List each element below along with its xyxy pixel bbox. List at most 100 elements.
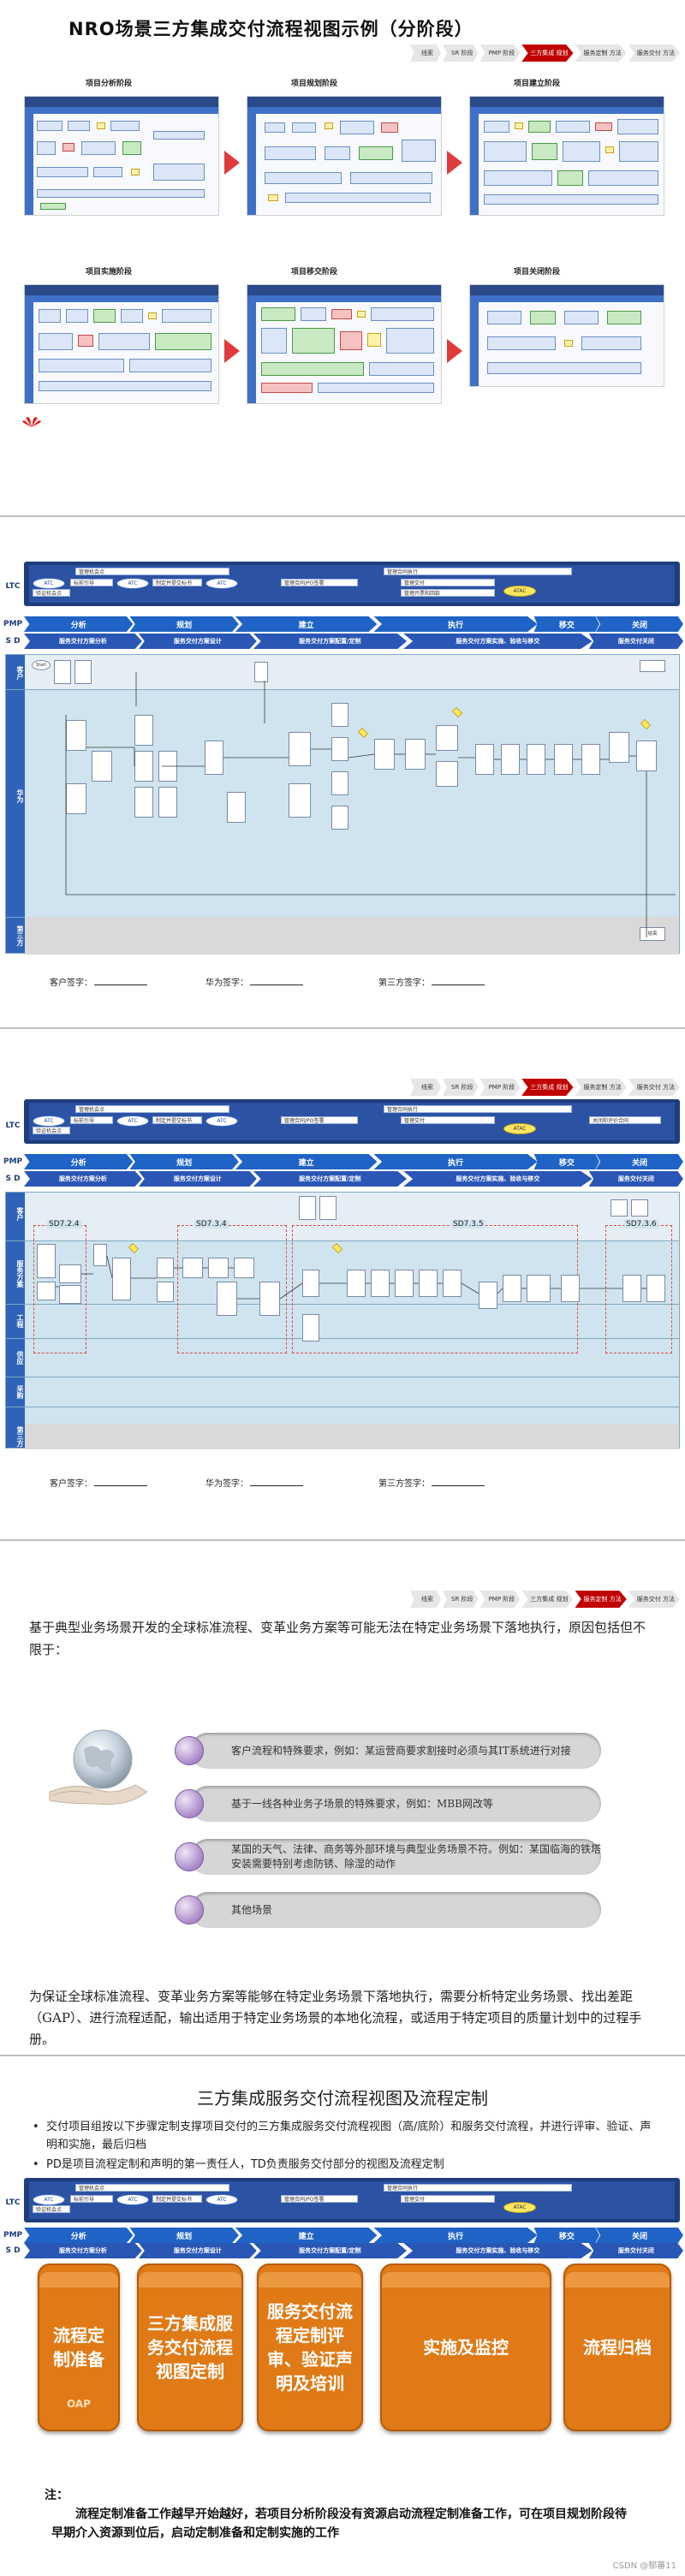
huawei-logo-icon <box>22 417 41 427</box>
bullet-sphere-icon <box>175 1842 204 1871</box>
start-node: Start <box>32 660 51 670</box>
process-box <box>289 732 311 766</box>
lane-third-party: 第三方 <box>16 925 24 946</box>
phase-chevron-active: 服务定制 方法 <box>575 1591 627 1608</box>
panel-label: 项目规划阶段 <box>291 80 338 88</box>
ltc-oval: ATC <box>33 2194 65 2205</box>
process-box <box>217 1282 237 1316</box>
phase-chevron: PMP 阶段 <box>480 45 521 62</box>
thumbnail-analysis <box>24 96 219 216</box>
sd-phase: 服务交付关闭 <box>588 634 683 649</box>
step-box-archive: 流程归档 <box>563 2264 671 2431</box>
process-box <box>112 1258 131 1300</box>
ltc-box: 管理机会点 <box>75 568 229 575</box>
phase-chevron: 服务交付 方法 <box>628 45 680 62</box>
arrow-right-icon <box>447 151 462 175</box>
process-box <box>37 1244 56 1278</box>
process-box <box>157 1258 174 1278</box>
ltc-header: 管理机会点 管理合同执行 ATC 标前引导 ATC 制定并提交标书 ATC 管理… <box>24 1099 680 1144</box>
sd-phase: 服务交付关闭 <box>588 1171 683 1187</box>
process-box <box>59 1285 81 1304</box>
pmp-phase: 规划 <box>129 616 239 632</box>
note-text: 流程定制准备工作越早开始越好，若项目分析阶段没有资源启动流程定制准备工作，可在项… <box>51 2508 627 2540</box>
flow-connectors <box>56 1255 646 1300</box>
panel-label: 项目关闭阶段 <box>514 268 561 277</box>
sd-phase: 服务交付方案配置/定制 <box>253 2243 408 2258</box>
slide-flow-view-1: LTC 管理机会点 管理合同执行 ATC 标前引导 ATC 制定并提交标书 AT… <box>0 515 685 1026</box>
sd-phase: 服务交付方案分析 <box>24 2243 142 2258</box>
ltc-box: 验证机会点 <box>33 1127 70 1134</box>
sd-phase: 服务交付方案设计 <box>138 634 257 649</box>
reason-text: 客户流程和特殊要求，例如：某运营商要求割接时必须与其IT系统进行对接 <box>231 1744 571 1757</box>
phase-chevron: 服务定制 方法 <box>575 1079 627 1096</box>
globe-hands-icon <box>49 1729 148 1806</box>
process-box <box>611 1199 628 1217</box>
lane-huawei: 华为 <box>16 789 24 803</box>
process-box <box>640 660 665 672</box>
process-box <box>92 751 112 782</box>
ltc-oval: ATC <box>206 578 238 589</box>
slide-scenario-gap: 线索 SR 阶段 PMP 阶段 三方集成 规划 服务定制 方法 服务交付 方法 … <box>0 1539 685 2053</box>
thumbnail-execution <box>24 284 219 404</box>
ltc-oval: ATC <box>116 2194 149 2205</box>
lane-customer: 客户 <box>16 1207 24 1221</box>
sd-phase: 服务交付方案实施、验收与移交 <box>403 1171 593 1187</box>
pmp-phase: 规划 <box>129 1154 239 1169</box>
thumbnail-setup <box>469 96 664 216</box>
process-box <box>331 806 348 830</box>
slide-customization: 三方集成服务交付流程视图及流程定制 交付项目组按以下步骤定制支撑项目交付的三方集… <box>0 2055 685 2576</box>
process-box <box>527 744 545 775</box>
step-label: 服务交付流程定制评审、验证声明及培训 <box>267 2301 353 2394</box>
process-box <box>158 787 177 818</box>
sd-phase-bar: 服务交付方案分析 服务交付方案设计 服务交付方案配置/定制 服务交付方案实施、验… <box>24 2243 683 2258</box>
pmp-phase-bar: 分析 规划 建立 执行 移交 关闭 <box>24 1154 683 1169</box>
lane-engineering: 工程 <box>16 1314 24 1328</box>
phase-chevron: 线索 <box>410 1591 442 1608</box>
pmp-phase: 关闭 <box>596 2228 683 2243</box>
lane-customer: 客户 <box>16 666 24 680</box>
process-box <box>234 1258 254 1278</box>
ltc-oval: ATAC <box>503 2202 536 2213</box>
process-box <box>581 744 600 775</box>
ltc-box: 制定并提交标书 <box>152 2195 202 2203</box>
ltc-oval: ATC <box>116 1115 149 1127</box>
process-box <box>254 662 268 682</box>
ltc-box: 验证机会点 <box>33 2205 70 2213</box>
process-box <box>66 783 86 814</box>
bullet-sphere-icon <box>175 1736 204 1765</box>
process-box <box>54 660 71 684</box>
phase-chevron: SR 阶段 <box>443 45 479 62</box>
process-box <box>622 1275 641 1302</box>
process-box <box>646 1275 665 1302</box>
row-label-pmp: PMP <box>3 620 23 628</box>
pmp-phase-bar: 分析 规划 建立 执行 移交 关闭 <box>24 616 683 632</box>
pmp-phase: 建立 <box>235 1154 378 1169</box>
signature-third-party: 第三方签字： <box>378 975 485 988</box>
process-box <box>205 741 223 775</box>
process-box <box>527 1275 551 1302</box>
process-box <box>134 751 153 782</box>
step-label: 实施及监控 <box>423 2337 509 2358</box>
watermark: CSDN @郁蕃11 <box>612 2561 676 2571</box>
lane-procurement: 采购 <box>16 1385 24 1399</box>
process-box <box>289 783 311 818</box>
step-label: 流程归档 <box>583 2337 652 2358</box>
process-box <box>259 1282 280 1316</box>
ltc-box: 管理开票和回款 <box>401 589 495 597</box>
sd-phase: 服务交付方案配置/定制 <box>253 1171 408 1187</box>
ltc-header: 管理机会点 管理合同执行 ATC 标前引导 ATC 制定并提交标书 ATC 管理… <box>24 2178 680 2222</box>
slide-flow-view-2: 线索 SR 阶段 PMP 阶段 三方集成 规划 服务定制 方法 服务交付 方法 … <box>0 1027 685 1538</box>
pmp-phase: 执行 <box>373 1154 538 1169</box>
row-label-sd: S D <box>5 1175 21 1183</box>
process-box <box>371 1270 390 1297</box>
ltc-oval: ATAC <box>503 586 536 597</box>
reason-bubble: 客户流程和特殊要求，例如：某运营商要求割接时必须与其IT系统进行对接 <box>175 1733 601 1769</box>
process-box <box>436 761 458 787</box>
note-block: 注： 流程定制准备工作越早开始越好，若项目分析阶段没有资源启动流程定制准备工作，… <box>45 2486 634 2543</box>
ltc-box: 管理合同/PO签署 <box>281 579 358 586</box>
phase-chevron: 三方集成 规划 <box>521 1591 574 1608</box>
conclusion-paragraph: 为保证全球标准流程、变革业务方案等能够在特定业务场景下落地执行，需要分析特定业务… <box>29 1989 642 2047</box>
end-node: 结束 <box>640 927 665 941</box>
phase-chevron-bar: 线索 SR 阶段 PMP 阶段 三方集成 规划 服务定制 方法 服务交付 方法 <box>410 1079 680 1096</box>
